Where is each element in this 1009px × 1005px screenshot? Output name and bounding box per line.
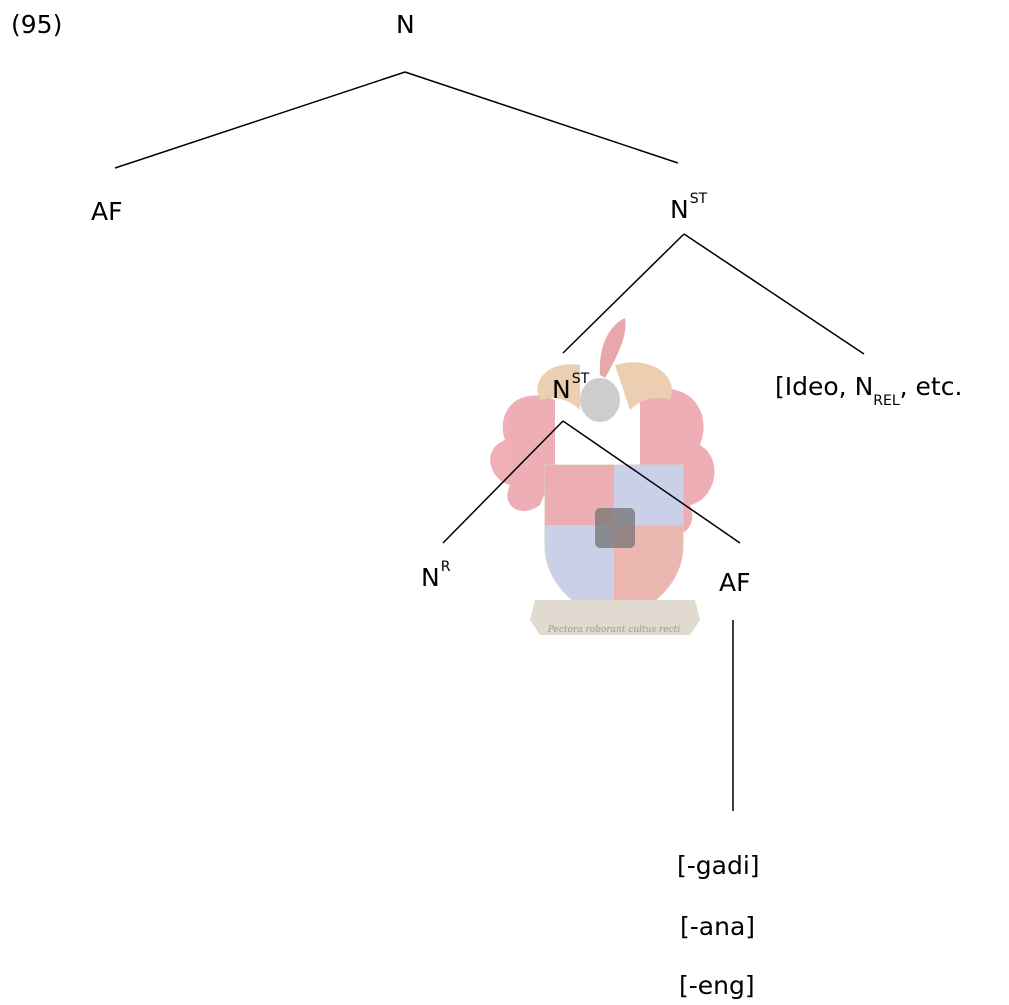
crest-motto: Pectora roborant cultus recti — [547, 625, 680, 635]
complement-sub: REL — [873, 393, 900, 409]
crest-plume — [599, 318, 626, 378]
node-inner-stem: NST — [552, 372, 589, 404]
branch-root-to-affix — [114, 71, 406, 169]
crest-mantling-top-right — [615, 362, 672, 410]
node-inner-stem-label: N — [552, 375, 571, 404]
node-root-noun-sup: R — [440, 558, 451, 575]
branch-root-to-stem — [404, 71, 679, 164]
node-stem-label: N — [670, 195, 689, 224]
crest-mantling-top-left — [537, 364, 580, 410]
branch-inner-stem-to-root-noun — [442, 420, 564, 544]
node-root: N — [396, 10, 415, 39]
crest-shield-q3 — [545, 525, 614, 622]
node-right-complement: [Ideo, NREL, etc. — [775, 372, 963, 408]
branch-stem-to-inner-stem — [562, 233, 685, 354]
branch-inner-stem-to-affix — [562, 420, 741, 544]
complement-suffix: , etc. — [899, 372, 963, 401]
example-number: (95) — [11, 10, 63, 39]
node-left-affix: AF — [91, 197, 123, 226]
crest-shield-q4 — [614, 525, 683, 622]
crest-helmet — [580, 378, 620, 422]
node-stem-sup: ST — [689, 190, 708, 207]
affix-form-3: [-eng] — [679, 971, 755, 1000]
node-stem: NST — [670, 192, 707, 224]
affix-form-1: [-gadi] — [677, 851, 760, 880]
node-root-noun-label: N — [421, 563, 440, 592]
branch-stem-to-complement — [683, 233, 865, 355]
crest-scroll — [530, 600, 700, 635]
node-inner-stem-sup: ST — [571, 370, 590, 387]
affix-form-2: [-ana] — [680, 912, 756, 941]
crest-mantling-left — [490, 395, 555, 512]
node-root-noun: NR — [421, 560, 450, 592]
crest-shield-book — [595, 508, 635, 548]
complement-prefix: [Ideo, N — [775, 372, 874, 401]
node-affix: AF — [719, 568, 751, 597]
